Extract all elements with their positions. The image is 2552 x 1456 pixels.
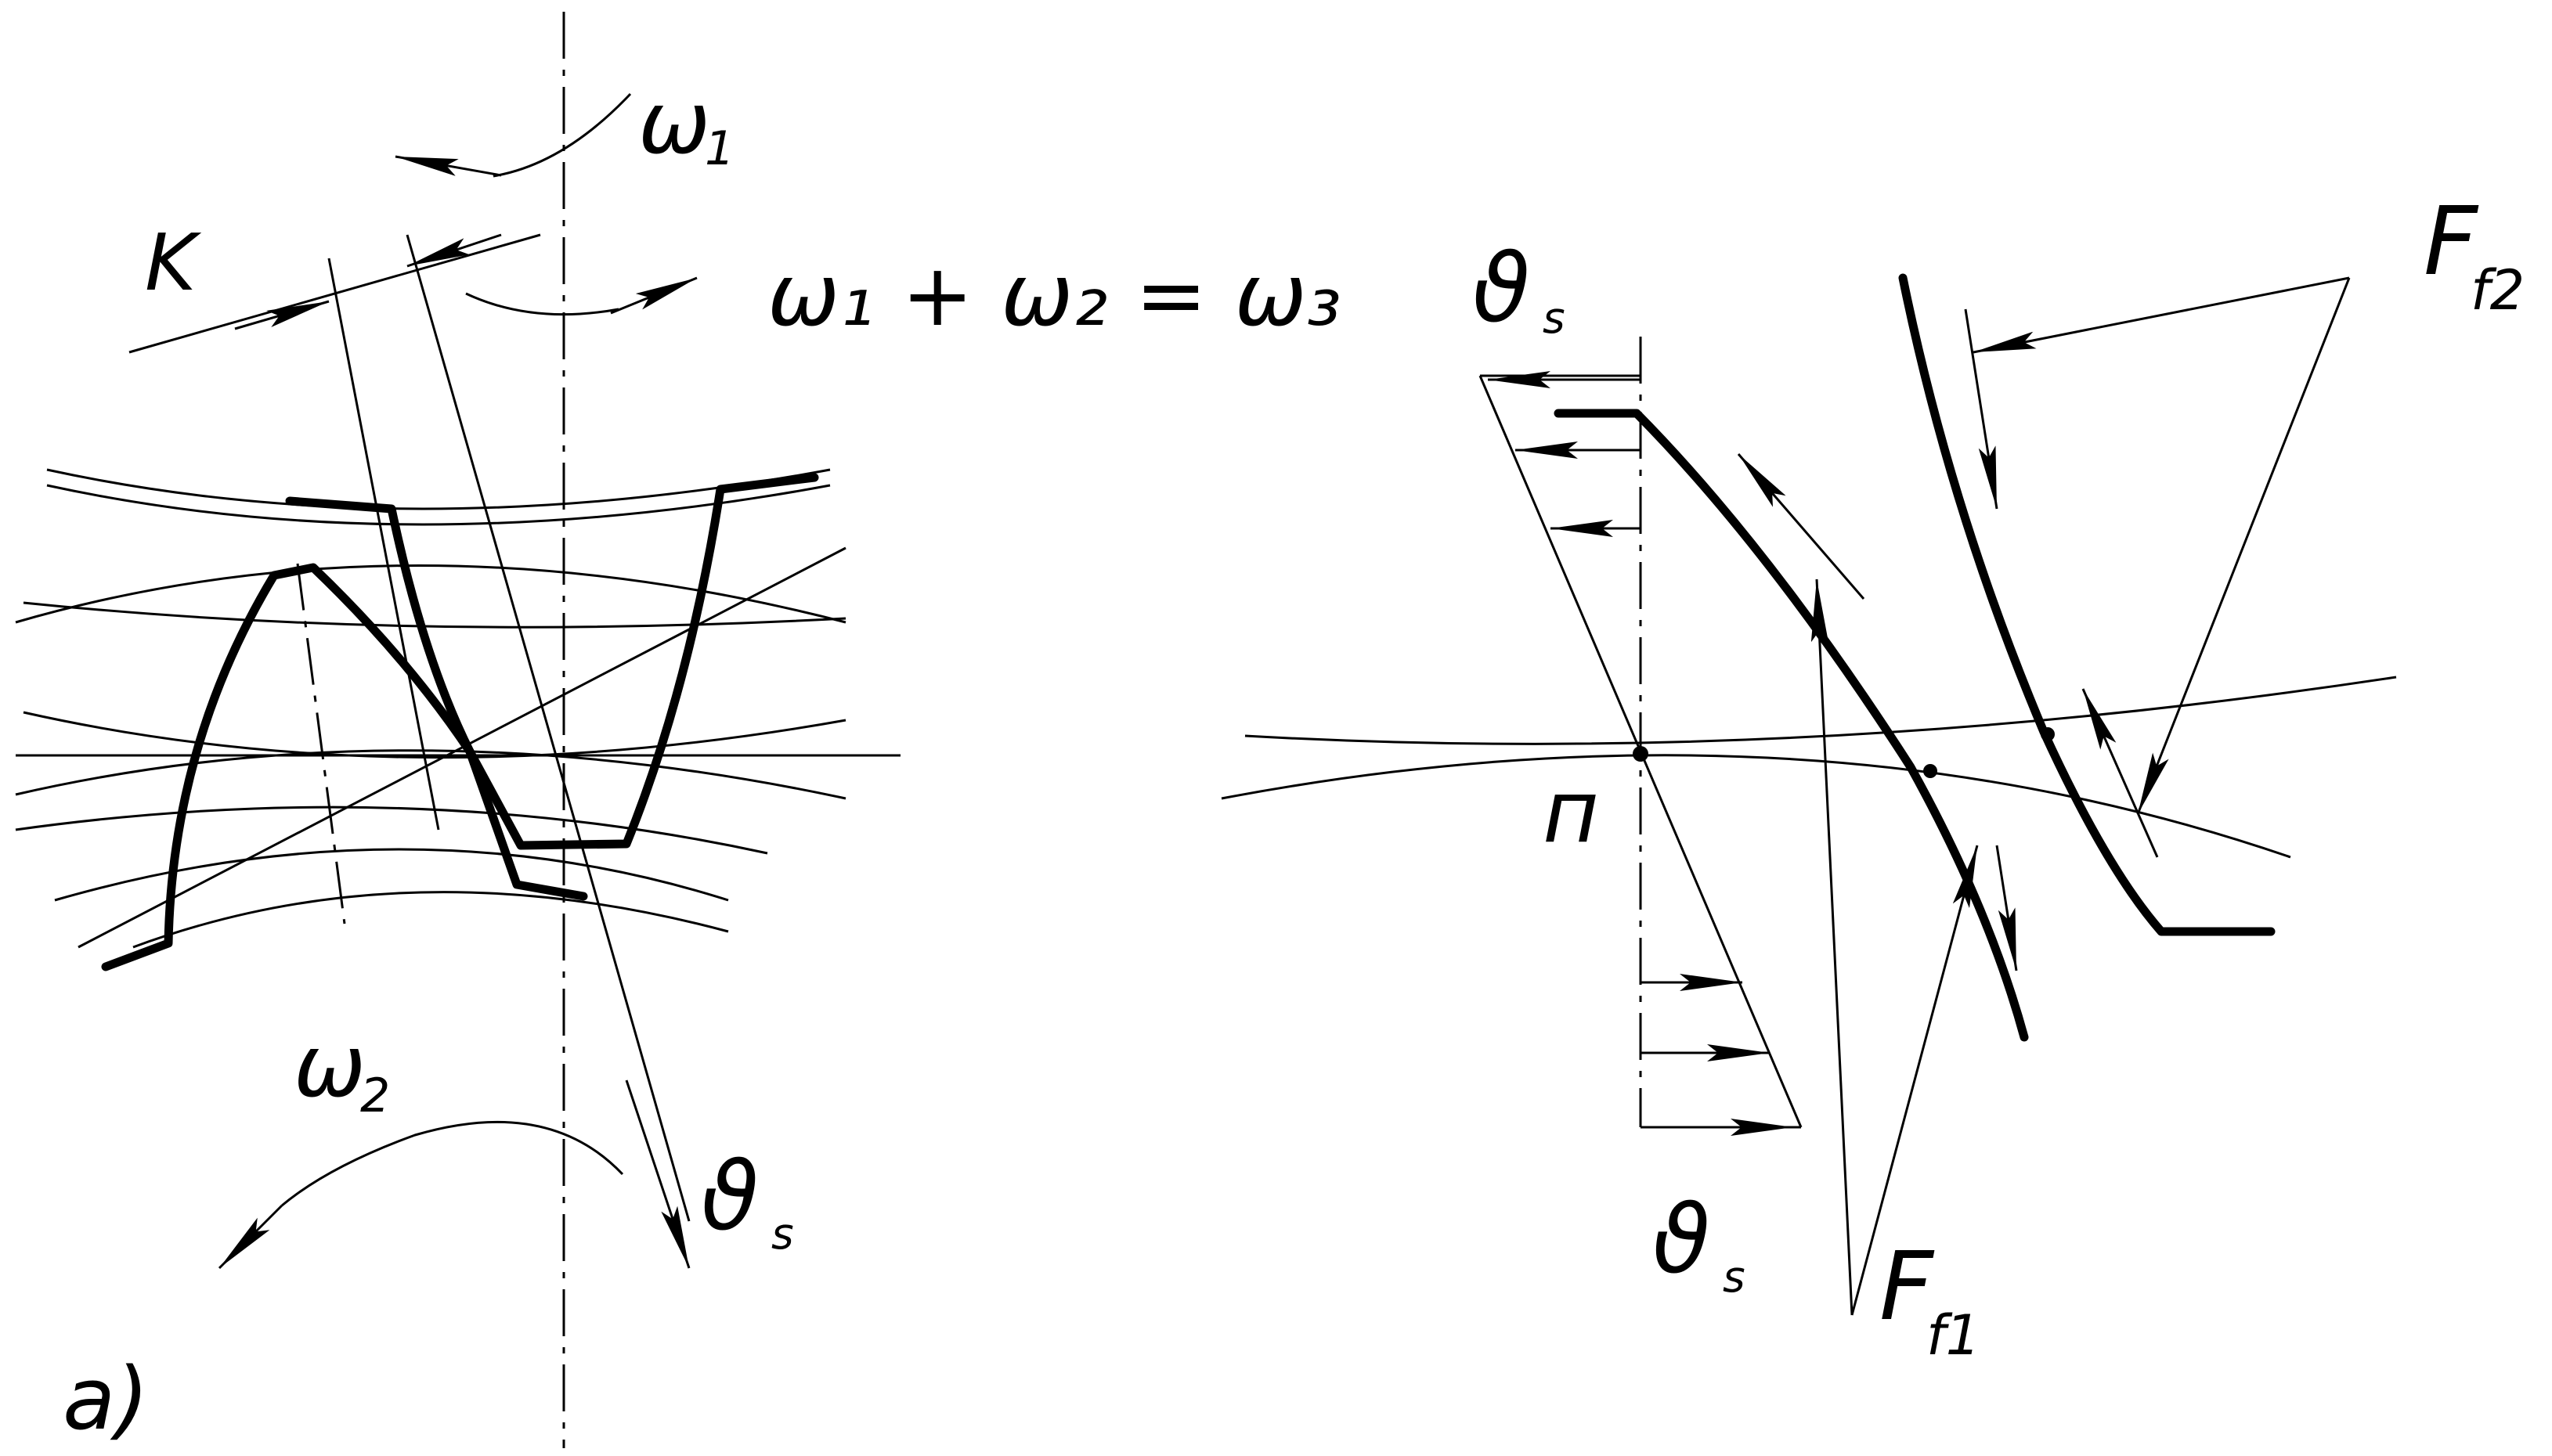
pole-point <box>1633 746 1648 762</box>
label-omega1-sub: 1 <box>705 121 735 176</box>
omega3-rotation-arrow <box>465 292 619 316</box>
label-theta-s-bottom: ϑ <box>1652 1186 1710 1295</box>
gear-circle-arc <box>54 848 729 902</box>
label-theta-s-left-sub: s <box>771 1209 794 1259</box>
omega3-arrowhead <box>610 276 698 315</box>
omega1-arrowhead <box>395 155 502 177</box>
label-pole-p: п <box>1543 762 1599 862</box>
line-of-action <box>78 546 846 949</box>
contact-point-1 <box>1923 764 1937 778</box>
friction-arrow <box>1964 308 1998 510</box>
contact-point-2 <box>2041 727 2055 741</box>
ff2-leader <box>1973 276 2350 354</box>
gear-circle-arc <box>46 468 831 510</box>
k-arrow <box>406 233 502 268</box>
gear-circle-arc <box>23 711 846 759</box>
label-omega2: ω <box>294 1016 366 1116</box>
label-theta-s-top-sub: s <box>1543 293 1565 343</box>
omega1-rotation-arrow <box>493 92 632 178</box>
friction-arrow <box>1737 453 1865 600</box>
gear-circle-arc <box>15 749 846 800</box>
pitch-arc <box>1244 676 2397 745</box>
label-ff2: F <box>2424 188 2479 297</box>
sliding-velocity-arrow <box>625 1079 691 1269</box>
label-k: K <box>145 217 202 308</box>
gear-circle-arc <box>46 484 831 526</box>
left-figure: ω 1 ω₁ + ω₂ = ω₃ K ω 2 ϑ s a) <box>15 12 1341 1449</box>
construction-line <box>406 234 691 1222</box>
construction-line <box>327 258 440 831</box>
gear-circle-arc <box>23 601 846 629</box>
friction-arrow <box>1995 845 2018 971</box>
tangent-arrow <box>128 233 541 354</box>
label-equation: ω₁ + ω₂ = ω₃ <box>767 245 1341 345</box>
construction-line <box>296 563 346 924</box>
label-omega2-sub: 2 <box>360 1069 390 1123</box>
label-omega1: ω <box>638 73 710 173</box>
ff1-leader <box>1850 845 1979 1316</box>
label-ff1-sub: f1 <box>1926 1303 1980 1368</box>
k-arrow <box>234 300 330 330</box>
label-theta-s-top: ϑ <box>1472 235 1530 344</box>
tooth-profile-2 <box>1898 273 2276 936</box>
tooth-profile-1 <box>1554 409 2029 1042</box>
ff2-leader <box>2136 277 2351 815</box>
pitch-arc <box>1221 754 2291 859</box>
label-ff2-sub: f2 <box>2471 258 2525 323</box>
omega2-rotation-arrow <box>281 1120 624 1207</box>
tooth-profile <box>101 473 819 971</box>
friction-arrow <box>2081 688 2159 858</box>
label-ff1: F <box>1879 1233 1935 1342</box>
omega2-arrowhead <box>218 1204 283 1270</box>
gear-circle-arc <box>15 805 768 855</box>
gear-circle-arc <box>15 564 846 624</box>
label-part-a: a) <box>63 1349 149 1449</box>
right-figure: ϑ s ϑ s п F f2 F f1 <box>1221 188 2525 1368</box>
ff1-leader <box>1810 578 1854 1316</box>
label-theta-s-left: ϑ <box>701 1143 759 1252</box>
label-theta-s-bottom-sub: s <box>1723 1252 1745 1302</box>
gear-circle-arc <box>132 891 729 949</box>
